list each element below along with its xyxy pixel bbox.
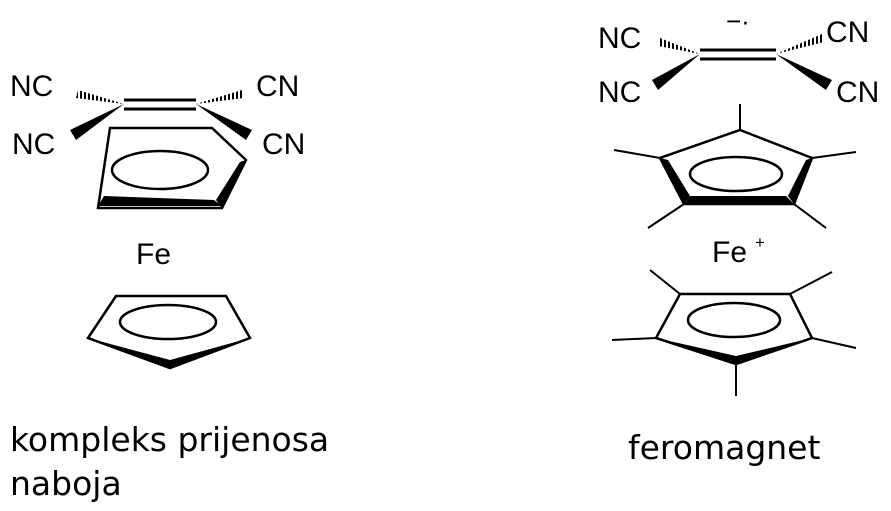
tcne-right: NC CN NC CN −· <box>598 6 879 109</box>
wedge-bond-bottom-left-right <box>652 54 700 90</box>
fe-charge-superscript: + <box>755 233 765 252</box>
radical-anion-mark: −· <box>726 6 750 36</box>
tcne-ferrocene-complex: NC CN NC CN Fe <box>10 70 305 370</box>
nc-label-top-left: NC <box>10 70 53 103</box>
cn-label-top-right-right: CN <box>826 16 869 49</box>
fe-label-right: Fe <box>712 236 747 269</box>
caption-charge-transfer-complex: kompleks prijenosa naboja <box>10 420 330 503</box>
cn-label-bottom-right: CN <box>262 128 305 161</box>
hashed-bond-top-left <box>76 90 124 104</box>
cp-ring-upper-left <box>96 126 248 210</box>
cp-star-ring-upper <box>613 104 857 229</box>
wedge-bond-bottom-right <box>196 104 252 140</box>
nc-label-bottom-left: NC <box>12 128 55 161</box>
wedge-bond-bottom-left <box>70 104 124 140</box>
hashed-bond-top-right-right <box>776 34 824 54</box>
tcne-left: NC CN NC CN <box>10 70 305 161</box>
cp-star-ring-lower <box>611 269 857 396</box>
nc-label-bottom-left-right: NC <box>598 76 641 109</box>
hashed-bond-top-right <box>196 90 244 104</box>
fe-label-left: Fe <box>136 238 171 271</box>
wedge-bond-bottom-right-right <box>776 54 832 90</box>
cn-label-top-right: CN <box>256 70 299 103</box>
caption-ferromagnet: feromagnet <box>628 428 821 467</box>
tcne-decamethylferrocenium-salt: NC CN NC CN −· Fe + <box>598 6 879 396</box>
hashed-bond-top-left-right <box>658 38 700 54</box>
cn-label-bottom-right-right: CN <box>836 76 879 109</box>
cp-ring-lower-left <box>86 294 252 370</box>
nc-label-top-left-right: NC <box>598 22 641 55</box>
